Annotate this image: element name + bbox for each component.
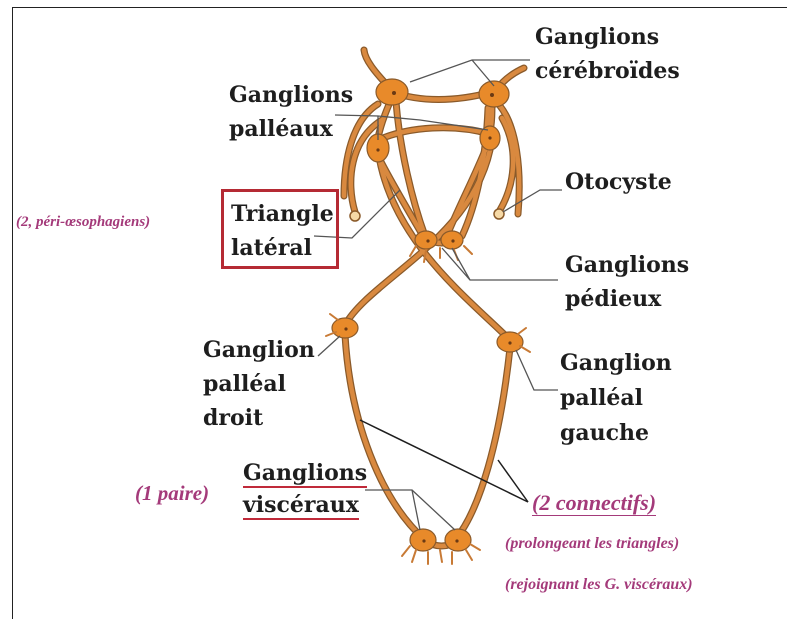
label-ganglions-visceraux-2: viscéraux [243, 490, 359, 520]
label-ganglions-palleaux-2: palléaux [229, 114, 333, 144]
label-ganglions-pedieux-1: Ganglions [565, 250, 689, 280]
nerve-cords [344, 50, 524, 546]
label-ganglion-gauche-2: palléal [560, 383, 643, 413]
label-ganglions-pedieux-2: pédieux [565, 284, 661, 314]
label-ganglion-gauche-1: Ganglion [560, 348, 672, 378]
note-une-paire: (1 paire) [135, 481, 209, 506]
note-prolongeant: (prolongeant les triangles) [505, 535, 679, 553]
label-ganglion-gauche-3: gauche [560, 418, 649, 448]
label-ganglion-droit-3: droit [203, 403, 263, 433]
leader-gauche [516, 350, 558, 390]
label-ganglion-droit-2: palléal [203, 369, 286, 399]
deux-connectifs-text: (2 connectifs) [532, 490, 656, 516]
visceral-cord-right [455, 348, 510, 540]
right-otocyst [494, 209, 504, 219]
left-pedal-ganglion [415, 231, 437, 249]
leader-otocyste [503, 190, 562, 212]
visceraux-text-2: viscéraux [243, 492, 359, 520]
note-rejoignant: (rejoignant les G. viscéraux) [505, 576, 693, 594]
label-ganglions-cerebroides-1: Ganglions [535, 22, 659, 52]
left-cerebral-ganglion [376, 79, 408, 105]
note-peri-oesophagiens: (2, péri-œsophagiens) [16, 214, 150, 231]
label-ganglion-droit-1: Ganglion [203, 335, 315, 365]
label-ganglions-cerebroides-2: cérébroïdes [535, 56, 680, 86]
note-deux-connectifs: (2 connectifs) [532, 490, 656, 516]
leader-pedieux [442, 248, 558, 280]
label-otocyste: Otocyste [565, 167, 672, 197]
label-triangle: Triangle [231, 199, 334, 229]
leader-droit [318, 336, 340, 356]
label-lateral: latéral [231, 233, 312, 263]
label-ganglions-palleaux-1: Ganglions [229, 80, 353, 110]
right-cerebral-ganglion [479, 81, 509, 107]
label-ganglions-visceraux-1: Ganglions [243, 458, 367, 488]
otocysts [350, 209, 504, 221]
left-otocyst [350, 211, 360, 221]
visceraux-text-1: Ganglions [243, 460, 367, 488]
